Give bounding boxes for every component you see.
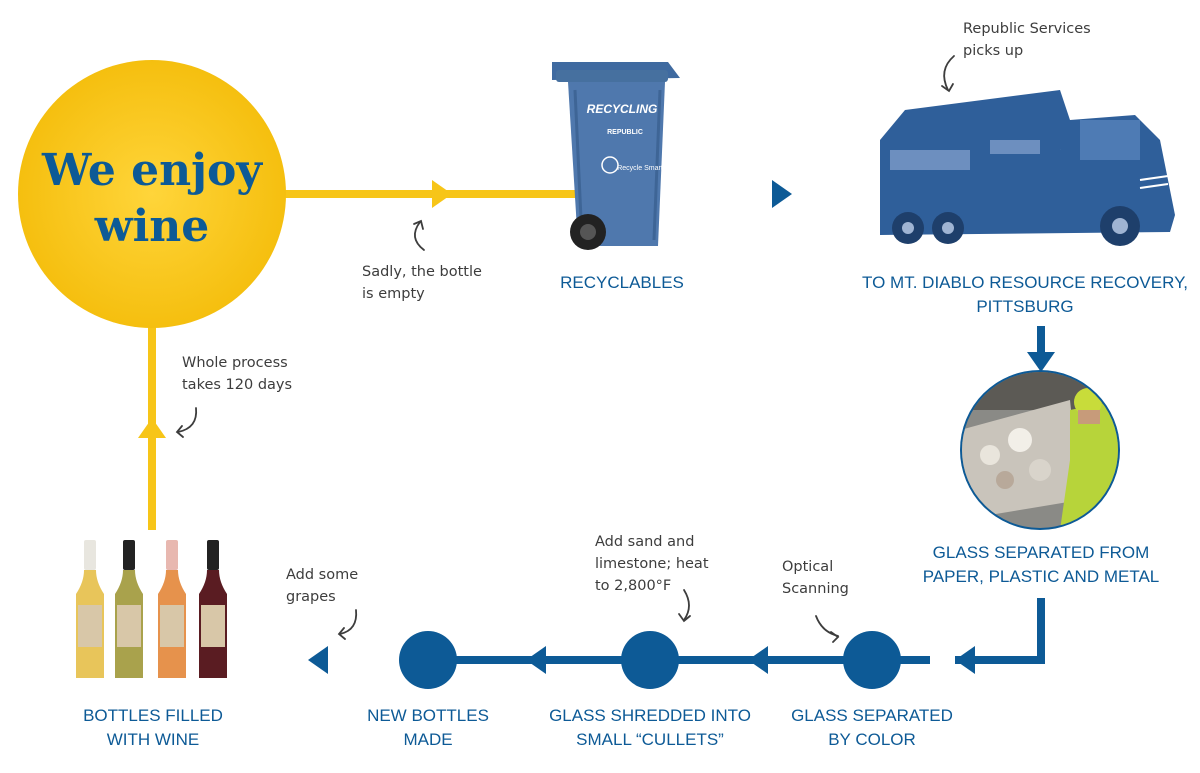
title-line-1: We enjoy	[42, 145, 262, 196]
note-line: grapes	[286, 589, 336, 605]
garbage-truck-icon	[880, 90, 1175, 246]
title-line-2: wine	[94, 201, 210, 252]
note-line: picks up	[963, 43, 1024, 59]
step-label-recyclables: RECYCLABLES	[540, 271, 704, 295]
step-label-line: NEW BOTTLES	[367, 706, 489, 725]
flow-arrow-down-1	[1027, 352, 1055, 372]
sorting-facility-photo	[960, 370, 1120, 530]
curved-arrow-icon	[175, 407, 198, 438]
note-bottle-empty: Sadly, the bottle is empty	[362, 261, 482, 305]
note-line: limestone; heat	[595, 556, 709, 572]
flow-arrow-up	[138, 418, 166, 438]
step-label-line: BOTTLES FILLED	[83, 706, 223, 725]
step-label-glass-shredded: GLASS SHREDDED INTO SMALL “CULLETS”	[540, 704, 760, 752]
flow-line-right-down	[955, 598, 1045, 664]
note-add-grapes: Add some grapes	[286, 564, 358, 608]
step-label-glass-separated-materials: GLASS SEPARATED FROM PAPER, PLASTIC AND …	[905, 541, 1177, 589]
step-label-line: TO MT. DIABLO RESOURCE RECOVERY,	[862, 273, 1188, 292]
step-label-line: BY COLOR	[828, 730, 916, 749]
flow-arrow-5	[526, 646, 546, 674]
step-dot-shredded	[621, 631, 679, 689]
curved-arrow-icon	[413, 219, 425, 251]
curved-arrow-icon	[678, 589, 691, 623]
note-line: Whole process	[182, 355, 288, 371]
step-label-bottles-filled: BOTTLES FILLED WITH WINE	[70, 704, 236, 752]
note-line: Optical	[782, 559, 834, 575]
note-line: Sadly, the bottle	[362, 264, 482, 280]
note-line: Add some	[286, 567, 359, 583]
step-label-line: PITTSBURG	[976, 297, 1074, 316]
flow-arrow-3	[955, 646, 975, 674]
wine-bottle-2	[115, 540, 143, 678]
note-line: to 2,800°F	[595, 578, 672, 594]
step-dot-new-bottles	[399, 631, 457, 689]
flow-arrow-1	[432, 180, 452, 208]
curved-arrow-icon	[337, 609, 358, 640]
bin-logo: Recycle Smart	[617, 165, 663, 172]
note-add-sand: Add sand and limestone; heat to 2,800°F	[595, 531, 709, 597]
note-line: Add sand and	[595, 534, 695, 550]
note-optical-scanning: Optical Scanning	[782, 556, 849, 600]
step-label-line: GLASS SHREDDED INTO	[549, 706, 751, 725]
note-whole-process: Whole process takes 120 days	[182, 352, 292, 396]
note-line: Republic Services	[963, 21, 1091, 37]
step-label-line: GLASS SEPARATED FROM	[932, 543, 1150, 562]
flow-arrow-4	[748, 646, 768, 674]
wine-bottle-3	[158, 540, 186, 678]
step-label-line: WITH WINE	[106, 730, 200, 749]
step-label-line: RECYCLABLES	[560, 273, 684, 292]
step-dot-color	[843, 631, 901, 689]
step-label-to-recovery: TO MT. DIABLO RESOURCE RECOVERY, PITTSBU…	[860, 271, 1190, 319]
step-label-line: PAPER, PLASTIC AND METAL	[922, 567, 1160, 586]
note-line: takes 120 days	[182, 377, 293, 393]
step-label-line: MADE	[403, 730, 453, 749]
step-label-line: SMALL “CULLETS”	[576, 730, 724, 749]
wine-bottles-icon	[76, 540, 227, 678]
note-line: Scanning	[782, 581, 849, 597]
wine-bottle-1	[76, 540, 104, 678]
wine-bottle-4	[199, 540, 227, 678]
curved-arrow-icon	[941, 55, 955, 93]
bin-label: RECYCLING	[587, 102, 658, 116]
note-republic-pickup: Republic Services picks up	[963, 18, 1091, 62]
step-label-glass-separated-color: GLASS SEPARATED BY COLOR	[782, 704, 962, 752]
page-title: We enjoy wine	[22, 143, 282, 255]
step-label-line: GLASS SEPARATED	[791, 706, 953, 725]
curved-arrow-icon	[815, 615, 840, 643]
recycling-bin-icon: RECYCLING REPUBLIC Recycle Smart	[552, 62, 680, 250]
note-line: is empty	[362, 286, 425, 302]
step-label-new-bottles: NEW BOTTLES MADE	[354, 704, 502, 752]
sun-circle	[18, 60, 286, 328]
flow-arrow-2	[772, 180, 792, 208]
bin-brand: REPUBLIC	[607, 129, 643, 136]
